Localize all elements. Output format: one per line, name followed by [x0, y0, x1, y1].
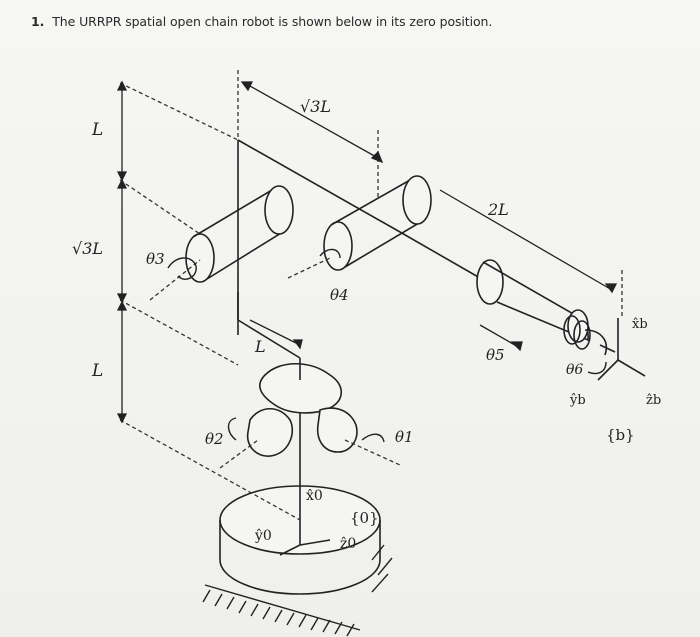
xb-label: x̂b [632, 317, 648, 332]
frame0-label: {0} [350, 509, 379, 527]
dimension-arrows [116, 80, 618, 424]
universal-joint [246, 363, 358, 457]
dim-left-middle: √3L [72, 239, 103, 258]
y0-label: ŷ0 [254, 527, 272, 544]
rotation-arrows [167, 248, 607, 443]
x0-label: x̂0 [306, 488, 323, 504]
dim-top: √3L [300, 97, 331, 116]
z0-label: ẑ0 [340, 536, 356, 552]
theta4-label: θ4 [330, 286, 349, 304]
theta5-label: θ5 [486, 346, 505, 364]
joint3-cylinder [185, 185, 294, 283]
question-text: 1. The URRPR spatial open chain robot is … [31, 14, 492, 29]
wrist-joint6 [563, 315, 616, 356]
joint4-cylinder [323, 175, 432, 271]
ground-hatch [202, 544, 393, 637]
theta1-label: θ1 [395, 428, 414, 446]
dim-left-bottom: L [91, 361, 103, 381]
frame-b-axes [597, 318, 646, 381]
yb-label: ŷb [569, 393, 586, 408]
guide-lines [119, 70, 623, 521]
top-link [237, 139, 401, 233]
question-body: The URRPR spatial open chain robot is sh… [52, 14, 493, 29]
question-number: 1. [31, 14, 45, 29]
frame-0-axes [279, 490, 331, 556]
frameb-label: {b} [606, 426, 635, 444]
link-5 [399, 231, 481, 279]
zb-label: ẑb [646, 393, 661, 408]
dim-left-top: L [91, 120, 103, 140]
prismatic-cylinder [476, 259, 589, 343]
dim-L-mid: L [254, 337, 266, 356]
theta6-label: θ6 [566, 362, 583, 378]
theta3-label: θ3 [146, 250, 165, 268]
dim-2L: 2L [487, 200, 509, 219]
theta2-label: θ2 [205, 430, 224, 448]
